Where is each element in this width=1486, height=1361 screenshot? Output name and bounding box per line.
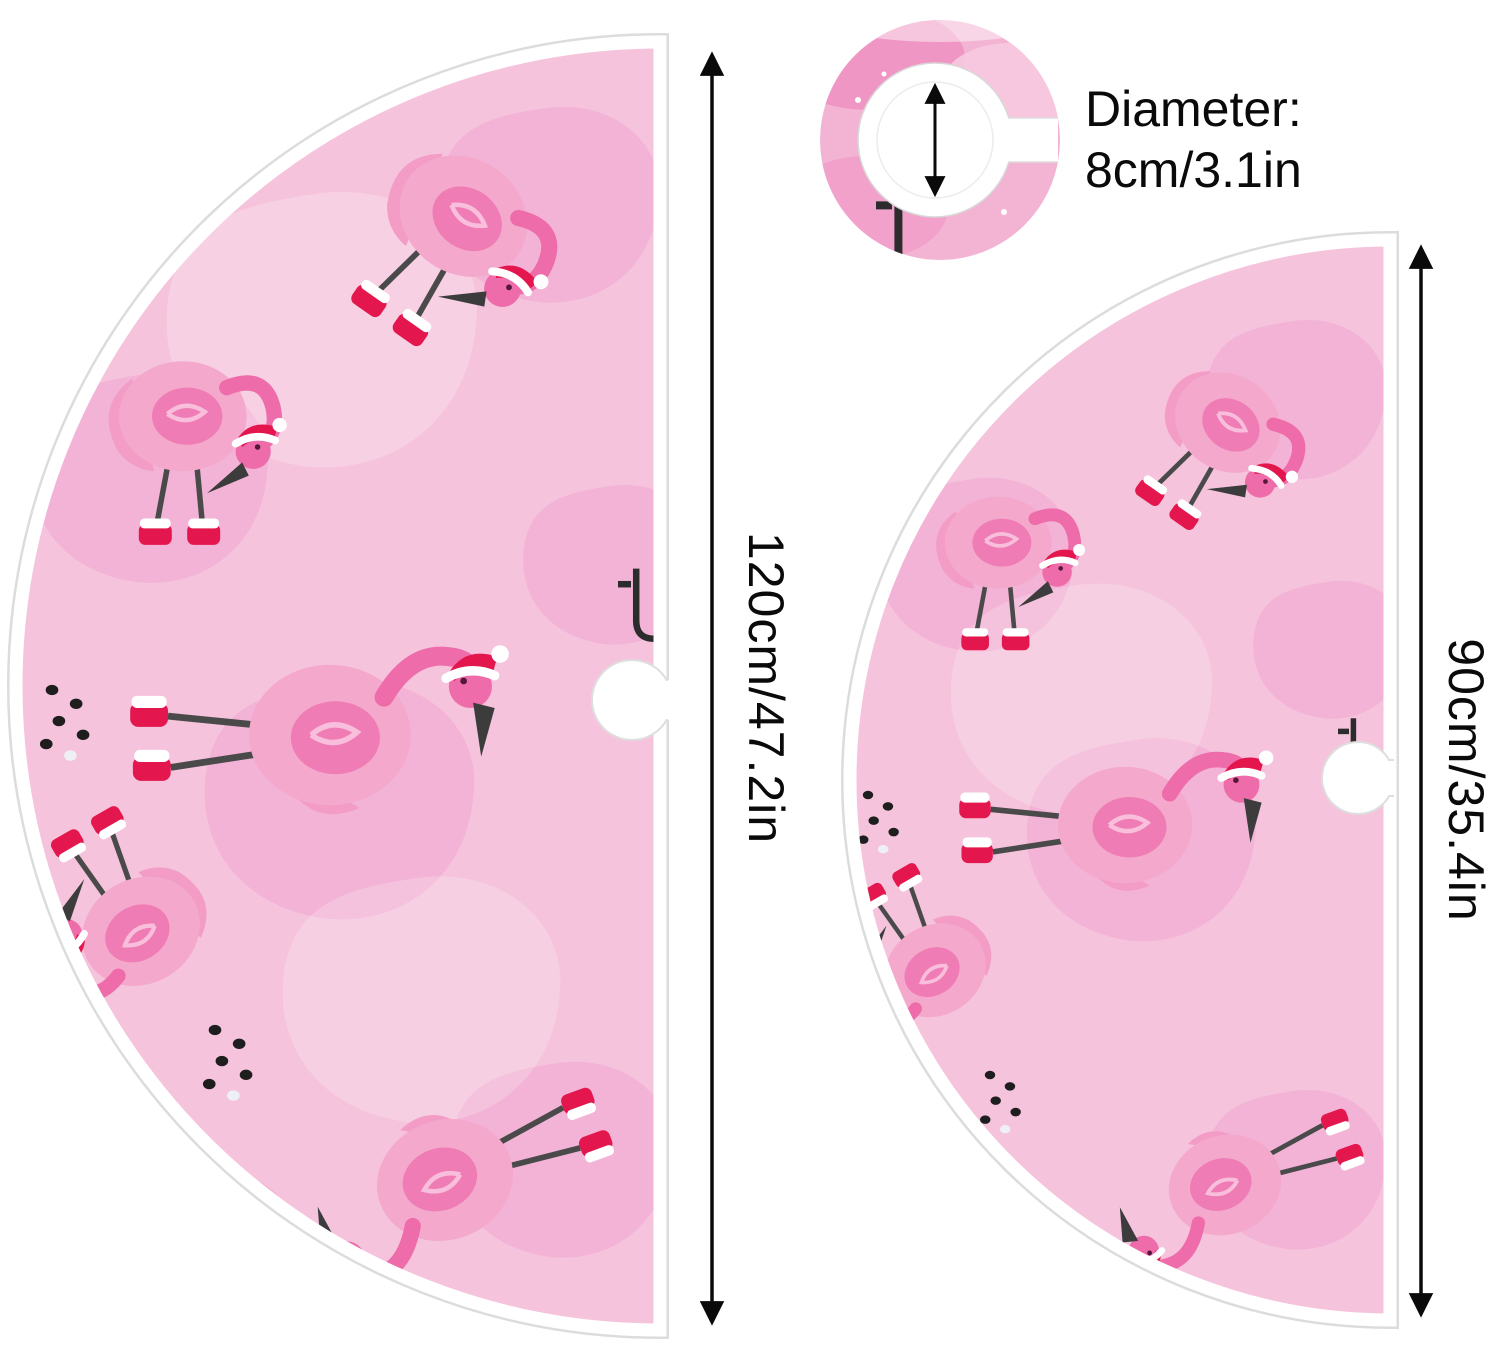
hole-detail-inset bbox=[820, 20, 1060, 260]
size-annotation-large: 120cm/47.2in bbox=[699, 51, 794, 1326]
inset-hole-slit bbox=[1005, 118, 1058, 162]
size-label-large: 120cm/47.2in bbox=[738, 532, 794, 844]
skirt-small-center-hole bbox=[1321, 741, 1396, 815]
pattern-blob bbox=[523, 485, 660, 645]
size-label-small: 90cm/35.4in bbox=[1438, 638, 1486, 921]
skirt-large-trim bbox=[9, 35, 667, 1337]
tree-skirt-large bbox=[7, 32, 672, 1340]
diameter-annotation: Diameter: 8cm/3.1in bbox=[1085, 81, 1302, 198]
skirt-small-trim bbox=[843, 233, 1397, 1327]
diameter-label-line2: 8cm/3.1in bbox=[1085, 142, 1302, 198]
skirt-large-center-hole bbox=[590, 659, 672, 741]
size-annotation-small: 90cm/35.4in bbox=[1408, 244, 1486, 1318]
diameter-label-line1: Diameter: bbox=[1085, 81, 1302, 137]
tree-skirt-small bbox=[841, 230, 1399, 1330]
